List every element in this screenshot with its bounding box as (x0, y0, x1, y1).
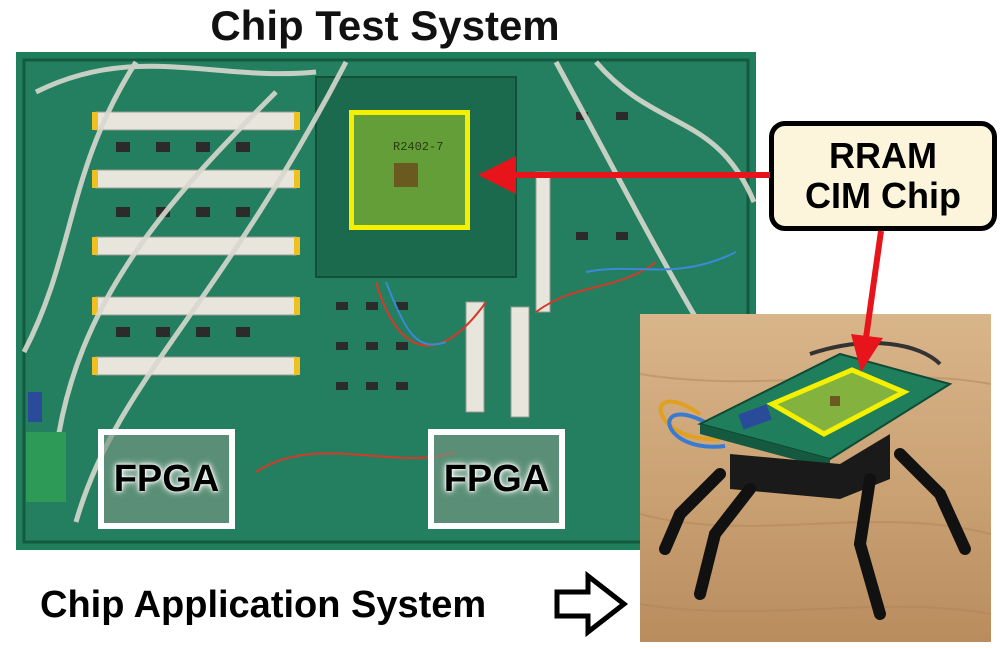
diagram-title: Chip Test System (210, 2, 560, 49)
chip-marking: R2402-7 (393, 140, 444, 154)
callout-to-robot-chip-arrow (851, 230, 884, 372)
callout-to-test-chip-arrow (478, 156, 770, 194)
application-system-label: Chip Application System (40, 584, 487, 626)
robot-chip-highlight-graphic (766, 367, 910, 437)
callout-line-1: RRAM (829, 135, 937, 176)
chip-highlight-box (349, 110, 470, 230)
fpga-box-right: FPGA (428, 429, 565, 529)
callout-line-2: CIM Chip (805, 175, 961, 216)
fpga-label-left: FPGA (113, 457, 220, 500)
robot-chip-highlight (766, 366, 910, 442)
chip-die-graphic (394, 163, 418, 187)
fpga-box-left: FPGA (98, 429, 235, 529)
fpga-label-right: FPGA (443, 457, 550, 500)
rram-callout: RRAM CIM Chip (769, 121, 997, 231)
right-hollow-arrow-icon (554, 570, 629, 638)
